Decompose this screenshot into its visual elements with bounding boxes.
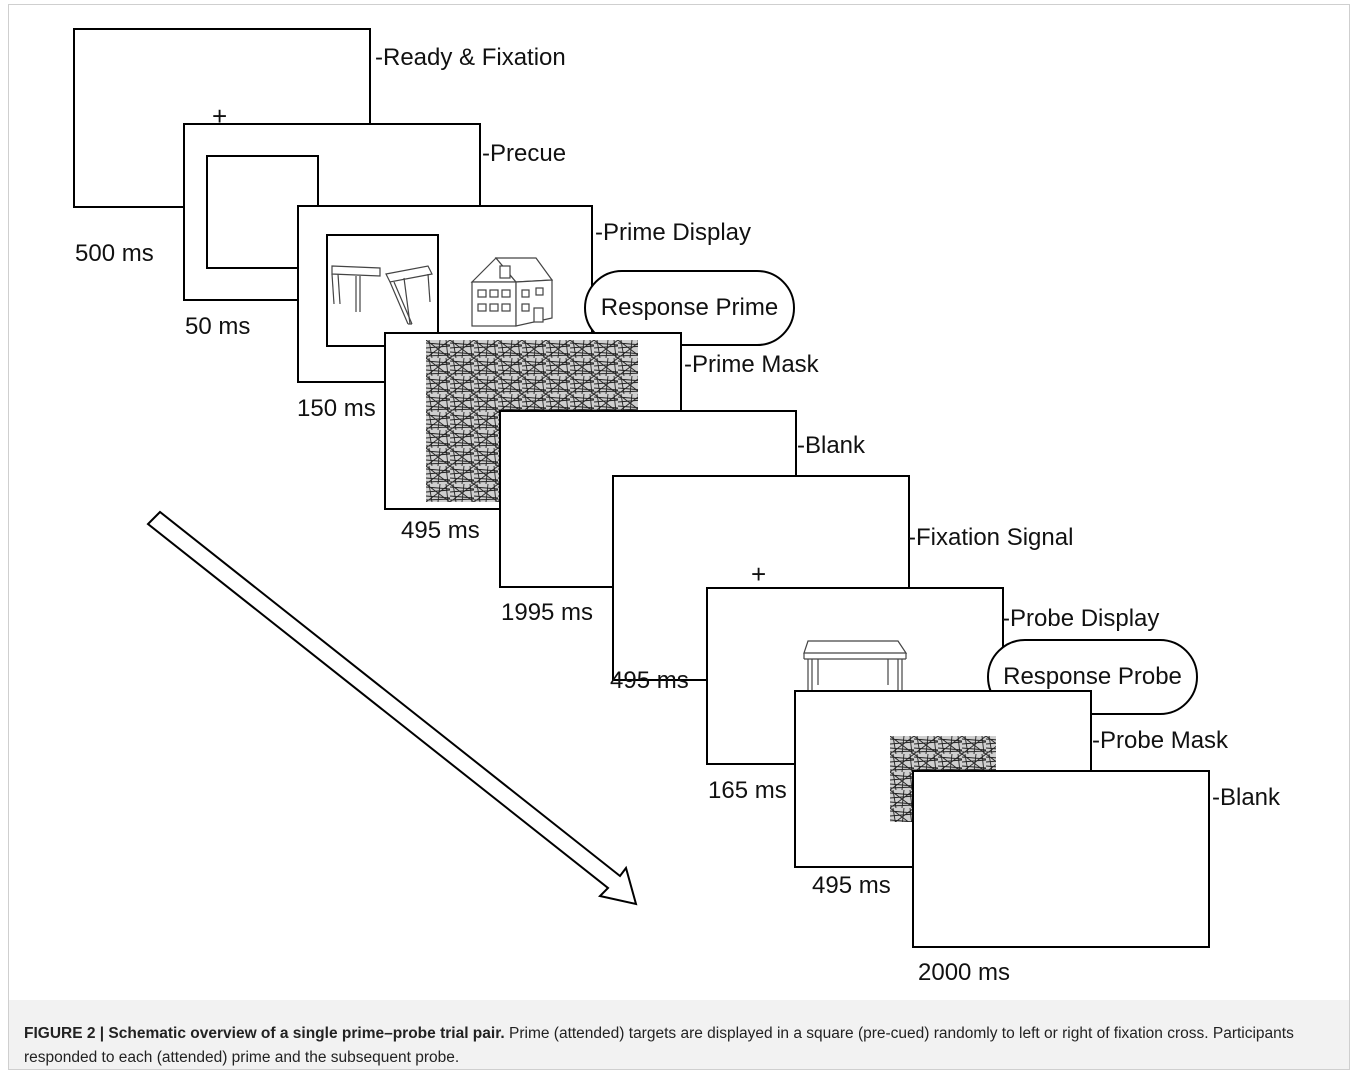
label-probe-mask: -Probe Mask	[1092, 727, 1229, 754]
table-icon-probe	[803, 640, 908, 691]
screen-blank-2	[912, 770, 1210, 948]
caption-background	[9, 1000, 1349, 1069]
label-precue: -Precue	[482, 140, 567, 167]
figure-caption: FIGURE 2 | Schematic overview of a singl…	[24, 1022, 1334, 1070]
label-prime-mask: -Prime Mask	[684, 351, 819, 378]
duration-prime-display: 150 ms	[297, 395, 376, 422]
caption-text: Prime (attended) targets are displayed i…	[24, 1025, 1294, 1066]
label-ready-fixation: -Ready & Fixation	[375, 44, 566, 71]
response-probe-pill: Response Probe	[987, 639, 1198, 715]
duration-blank-2: 2000 ms	[918, 959, 1011, 986]
arrow-icon	[146, 510, 638, 906]
table-icon	[331, 265, 433, 325]
duration-probe-mask: 495 ms	[812, 872, 891, 899]
duration-ready-fixation: 500 ms	[75, 240, 154, 267]
label-prime-display: -Prime Display	[595, 219, 752, 246]
fixation-cross-1: +	[212, 101, 228, 131]
label-probe-display: -Probe Display	[1002, 605, 1160, 632]
label-blank-2: -Blank	[1212, 784, 1281, 811]
label-blank-1: -Blank	[797, 432, 866, 459]
tick-prime-mask	[680, 377, 682, 411]
duration-fixation-signal: 495 ms	[610, 667, 689, 694]
duration-blank-1: 1995 ms	[501, 599, 594, 626]
house-icon	[470, 257, 554, 327]
duration-precue: 50 ms	[185, 313, 251, 340]
caption-title: FIGURE 2 | Schematic overview of a singl…	[24, 1025, 505, 1042]
prime-precue-square	[326, 234, 439, 347]
figure-frame	[8, 4, 1350, 1070]
fixation-cross-2: +	[751, 559, 767, 589]
label-fixation-signal: -Fixation Signal	[908, 524, 1074, 551]
duration-prime-mask: 495 ms	[401, 517, 480, 544]
duration-probe-display: 165 ms	[708, 777, 787, 804]
